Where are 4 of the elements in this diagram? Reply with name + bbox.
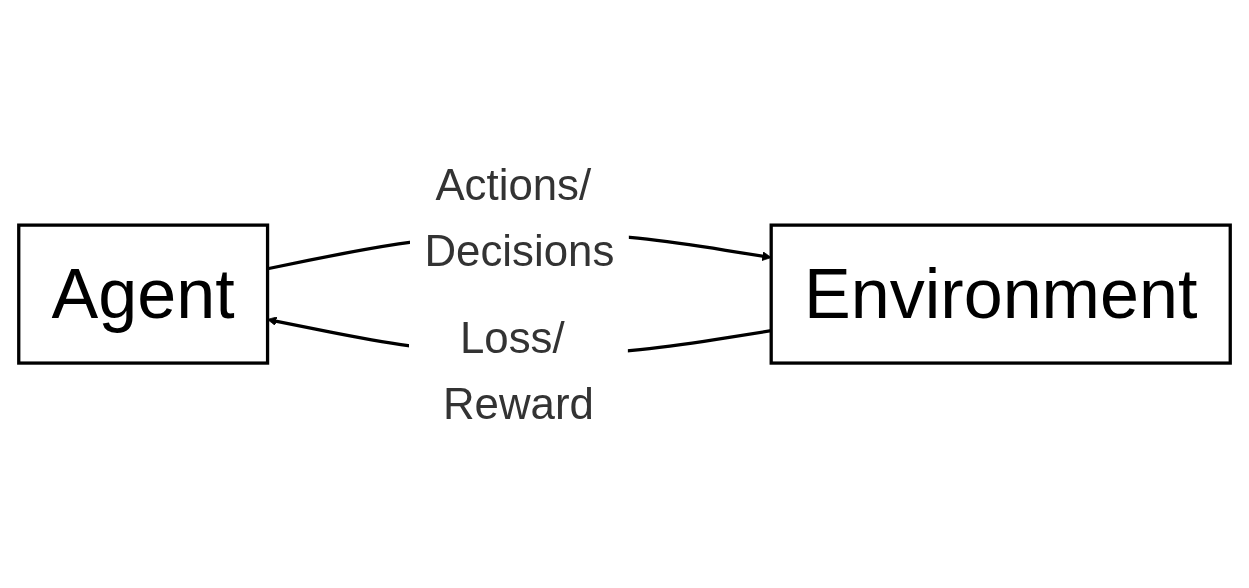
node-box: Environment	[769, 223, 1232, 365]
node-box: Agent	[17, 223, 270, 365]
edge-label: Actions/ Decisions	[424, 160, 615, 275]
edge-label: Loss/ Reward	[442, 313, 594, 428]
